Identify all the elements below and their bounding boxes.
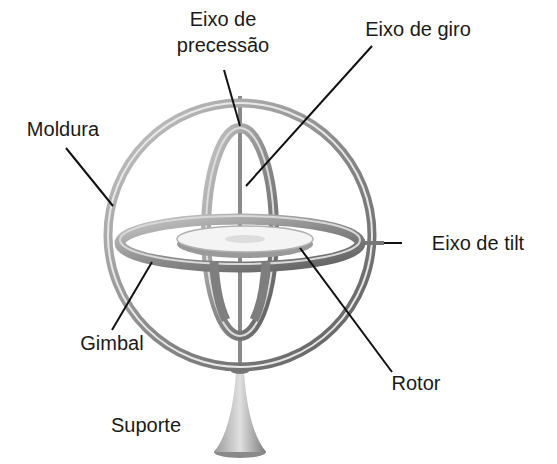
vertical-gimbal-front bbox=[254, 262, 266, 320]
horizontal-gimbal-highlight bbox=[120, 216, 360, 264]
axis-label: Eixo de precessão bbox=[168, 6, 278, 58]
axis-label: Eixo de giro bbox=[348, 16, 488, 42]
frame-ring bbox=[108, 103, 372, 367]
leader-lines bbox=[66, 46, 402, 372]
part-label: Rotor bbox=[376, 370, 456, 396]
frame-highlight bbox=[108, 103, 372, 367]
rotor bbox=[177, 226, 313, 258]
axis-label: Eixo de tilt bbox=[408, 230, 548, 256]
horizontal-gimbal bbox=[120, 219, 360, 267]
part-label: Gimbal bbox=[62, 330, 162, 356]
part-label: Moldura bbox=[8, 116, 118, 142]
vertical-gimbal-front bbox=[214, 262, 226, 320]
stand bbox=[214, 368, 266, 458]
part-label: Suporte bbox=[96, 412, 196, 438]
